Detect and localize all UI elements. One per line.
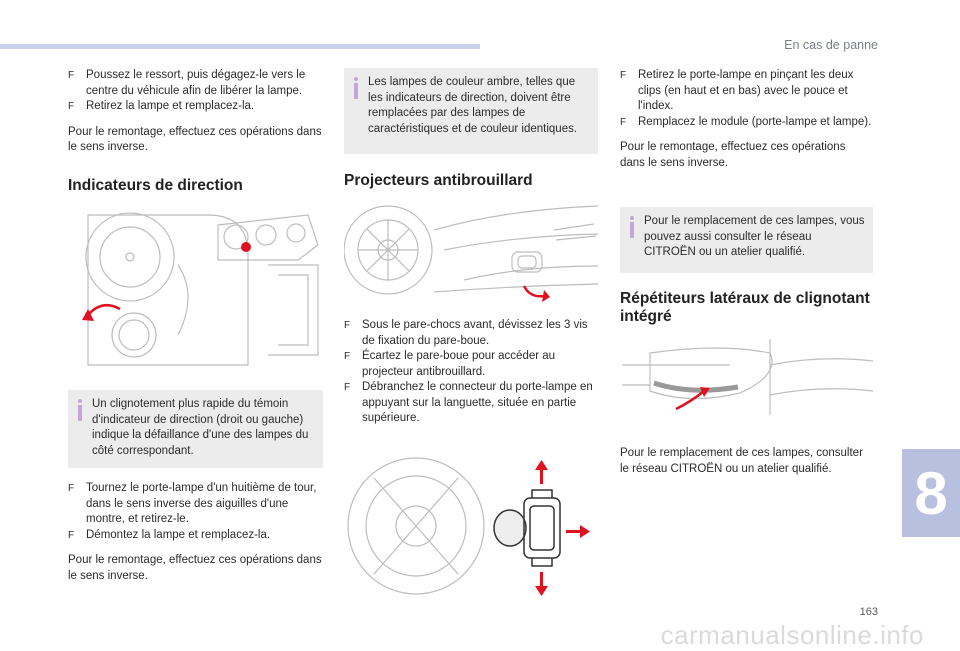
bullet-icon: F <box>68 529 75 541</box>
paragraph: Pour le remontage, effectuez ces opérati… <box>68 554 322 582</box>
note-lampes-ambre: Les lampes de couleur ambre, telles que … <box>344 68 598 154</box>
bullet-icon: F <box>68 70 75 81</box>
page-number: 163 <box>859 606 878 618</box>
heading-indicateurs: Indicateurs de direction <box>68 177 243 194</box>
bullet-icon: F <box>344 351 351 362</box>
paragraph: Pour le remontage, effectuez ces opérati… <box>620 141 846 169</box>
info-icon <box>628 216 636 238</box>
header-bar <box>0 44 480 49</box>
heading-antibrouillard: Projecteurs antibrouillard <box>344 172 533 189</box>
col3-bottom: Pour le remplacement de ces lampes, cons… <box>620 446 873 477</box>
bullet-icon: F <box>344 320 351 331</box>
info-icon <box>352 77 360 99</box>
section-title: En cas de panne <box>784 38 878 52</box>
chapter-tab: 8 <box>902 449 960 537</box>
bullet-icon: F <box>68 483 75 494</box>
foglamp-illustration <box>344 448 598 609</box>
heading-repetiteurs: Répétiteurs latéraux de clignotant intég… <box>620 290 870 325</box>
note-clignotement: Un clignotement plus rapide du témoin d'… <box>68 390 323 468</box>
paragraph: Pour le remplacement de ces lampes, cons… <box>620 447 863 475</box>
headlamp-illustration <box>68 205 323 380</box>
bullet-icon: F <box>620 70 627 81</box>
bullet-icon: F <box>68 101 75 112</box>
bumper-illustration <box>343 200 599 310</box>
bullet-icon: F <box>620 116 627 128</box>
paragraph: Pour le remontage, effectuez ces opérati… <box>68 125 322 154</box>
note-reseau: Pour le remplacement de ces lampes, vous… <box>620 207 873 273</box>
mirror-illustration <box>620 335 874 435</box>
bullet-icon: F <box>344 382 351 393</box>
info-icon <box>76 399 84 421</box>
watermark: carmanualsonline.info <box>660 620 924 650</box>
